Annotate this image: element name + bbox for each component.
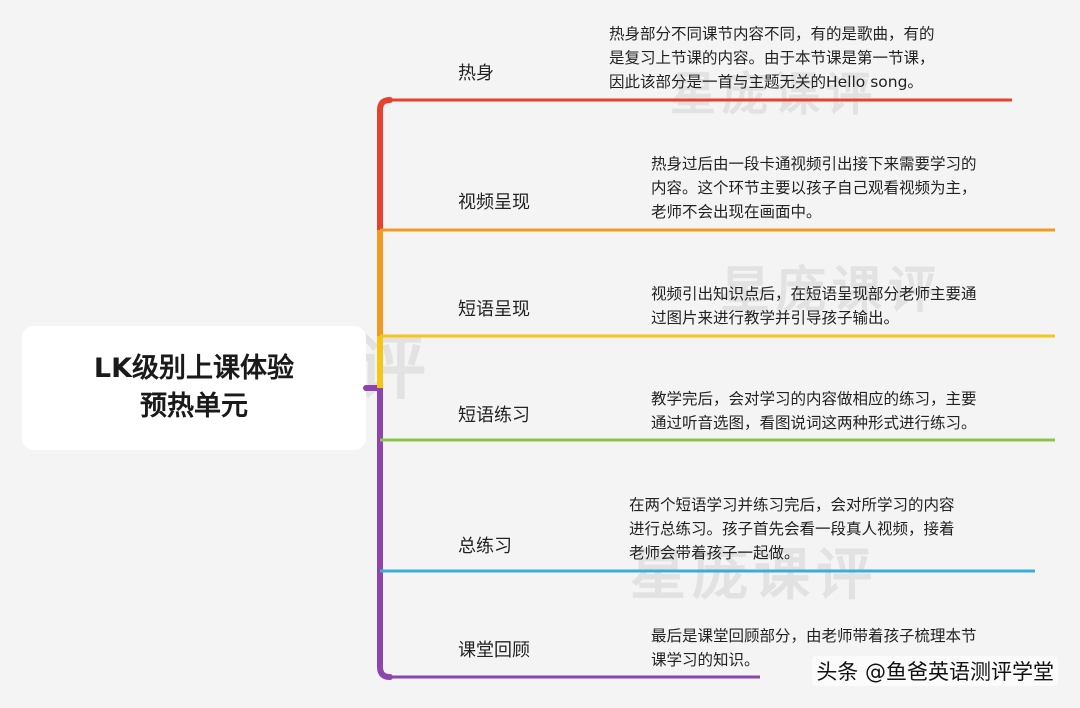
branch-topic-warmup[interactable]: 热身 — [458, 63, 494, 84]
branch-topic-review[interactable]: 课堂回顾 — [458, 640, 530, 661]
root-node[interactable]: LK级别上课体验 预热单元 — [22, 326, 366, 450]
branch-description-phrase-presentation: 视频引出知识点后，在短语呈现部分老师主要通 过图片来进行教学并引导孩子输出。 — [651, 285, 977, 327]
spine-segment-1 — [377, 97, 393, 233]
branch-topic-phrase-practice[interactable]: 短语练习 — [458, 405, 530, 426]
branch-description-total-practice: 在两个短语学习并练习完后，会对所学习的内容 进行总练习。孩子首先会看一段真人视频… — [629, 496, 955, 562]
branch-description-video: 热身过后由一段卡通视频引出接下来需要学习的 内容。这个环节主要以孩子自己观看视频… — [651, 155, 977, 221]
author-credit: 头条 @鱼爸英语测评学堂 — [812, 656, 1058, 686]
branch-topic-total-practice[interactable]: 总练习 — [458, 536, 512, 557]
root-title-line2: 预热单元 — [140, 391, 248, 422]
branch-description-review: 最后是课堂回顾部分，由老师带着孩子梳理本节 课学习的知识。 — [651, 627, 977, 669]
root-title-line1: LK级别上课体验 — [93, 353, 295, 384]
branch-topic-phrase-presentation[interactable]: 短语呈现 — [458, 299, 530, 320]
branch-description-phrase-practice: 教学完后，会对学习的内容做相应的练习，主要 通过听音选图，看图说词这两种形式进行… — [651, 390, 977, 432]
spine-segment-6 — [377, 568, 393, 680]
branch-topic-video[interactable]: 视频呈现 — [458, 192, 530, 213]
branch-description-warmup: 热身部分不同课节内容不同，有的是歌曲，有的 是复习上节课的内容。由于本节课是第一… — [609, 25, 935, 91]
